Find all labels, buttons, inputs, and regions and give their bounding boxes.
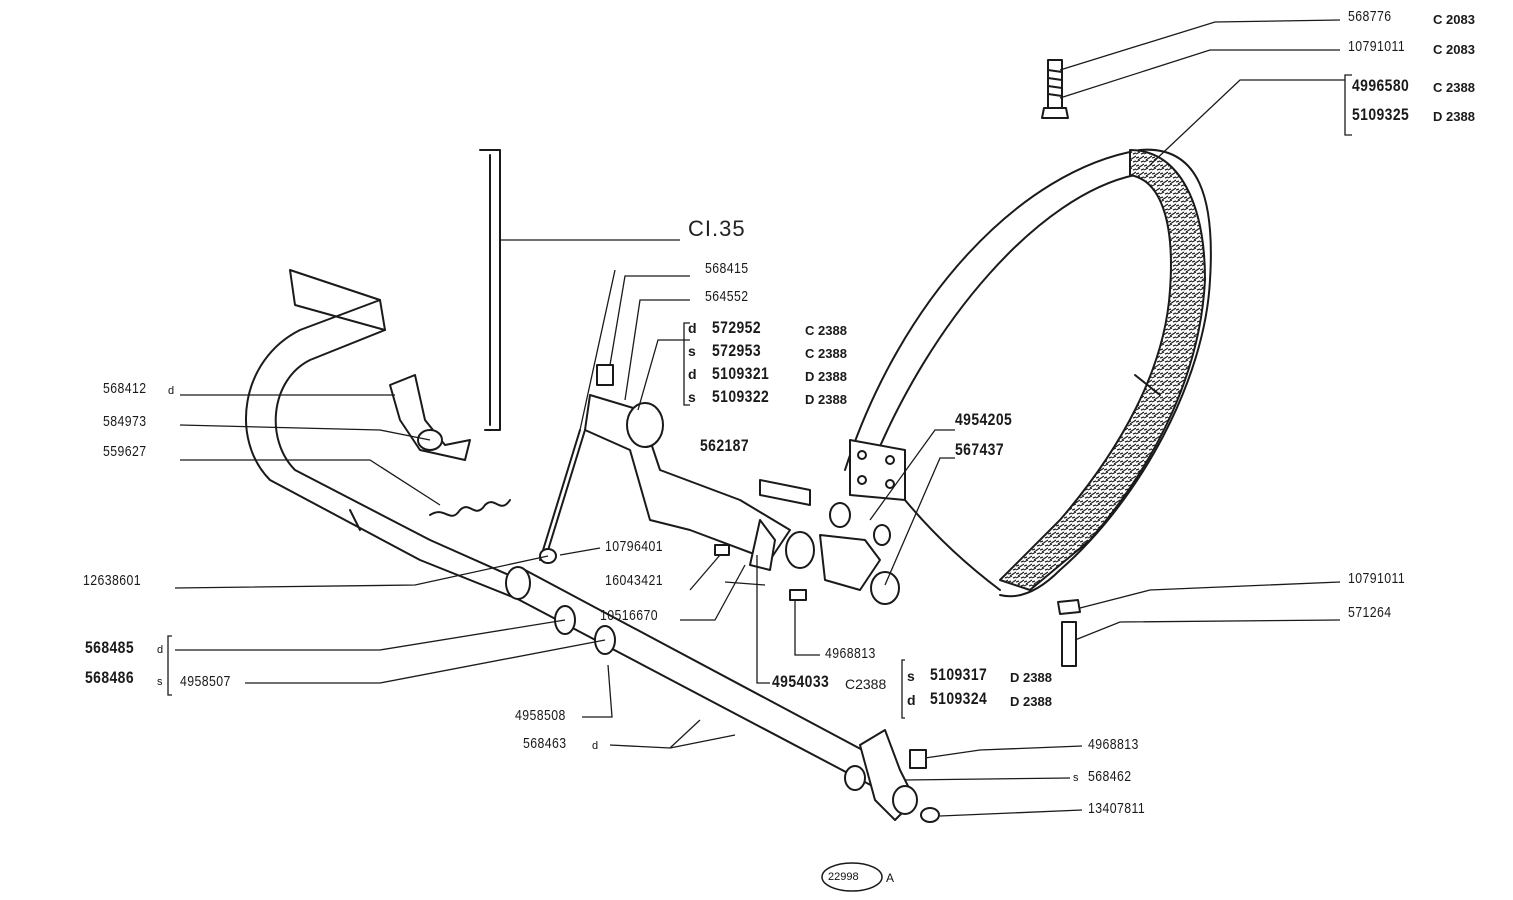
code-c2388-b: C 2388 xyxy=(805,323,847,338)
side-s-3: s xyxy=(907,668,915,684)
brake-pedal xyxy=(245,269,521,601)
side-s-1: s xyxy=(688,343,696,359)
side-d-2: d xyxy=(688,366,697,382)
cross-ref: CI.35 xyxy=(688,216,746,241)
side-d-1: d xyxy=(688,320,697,336)
label-4958507: 4958507 xyxy=(180,673,231,690)
side-s-568486: s xyxy=(157,676,163,688)
label-4968813-a: 4968813 xyxy=(825,645,876,662)
label-584973: 584973 xyxy=(103,413,147,430)
code-d2388-e: D 2388 xyxy=(1010,694,1052,709)
label-4958508: 4958508 xyxy=(515,707,566,724)
label-568462: 568462 xyxy=(1088,768,1132,785)
return-spring xyxy=(429,499,511,517)
label-10791011-a: 10791011 xyxy=(1348,38,1406,55)
label-568412: 568412 xyxy=(103,380,147,397)
side-d-568485: d xyxy=(157,644,164,656)
code-d2388-c: D 2388 xyxy=(805,392,847,407)
figure-number: 22998 xyxy=(828,871,859,883)
code-c2388-a: C 2388 xyxy=(1433,80,1475,95)
label-5109324: 5109324 xyxy=(930,689,988,708)
side-d-568463: d xyxy=(592,740,599,752)
label-559627: 559627 xyxy=(103,443,147,460)
figure-suffix: A xyxy=(886,871,895,885)
label-10791011-b: 10791011 xyxy=(1348,570,1406,587)
label-12638601: 12638601 xyxy=(83,572,142,589)
control-rod xyxy=(479,149,501,431)
rocker-shaft xyxy=(584,394,815,571)
code-d2388-b: D 2388 xyxy=(805,369,847,384)
label-4954033: 4954033 xyxy=(772,672,830,691)
side-d-568412: d xyxy=(168,385,175,397)
code-c2388-d: C2388 xyxy=(845,676,887,692)
figure-ref-oval xyxy=(821,862,883,892)
label-572953: 572953 xyxy=(712,341,761,360)
label-564552: 564552 xyxy=(705,288,749,305)
code-c2083-b: C 2083 xyxy=(1433,42,1475,57)
leader-lines xyxy=(167,19,1352,817)
label-10796401: 10796401 xyxy=(605,538,664,555)
label-567437: 567437 xyxy=(955,440,1004,459)
label-5109322: 5109322 xyxy=(712,387,770,406)
code-d2388-d: D 2388 xyxy=(1010,670,1052,685)
pedal-shaft xyxy=(505,566,901,791)
label-572952: 572952 xyxy=(712,318,761,337)
side-s-568462: s xyxy=(1073,772,1079,784)
label-568776: 568776 xyxy=(1348,8,1392,25)
code-c2083-a: C 2083 xyxy=(1433,12,1475,27)
label-13407811: 13407811 xyxy=(1088,800,1146,817)
label-562187: 562187 xyxy=(700,436,749,455)
side-s-2: s xyxy=(688,389,696,405)
label-4996580: 4996580 xyxy=(1352,76,1410,95)
label-571264: 571264 xyxy=(1348,604,1392,621)
label-4968813-b: 4968813 xyxy=(1088,736,1139,753)
brake-band xyxy=(844,148,1212,598)
code-d2388-a: D 2388 xyxy=(1433,109,1475,124)
label-568463: 568463 xyxy=(523,735,567,752)
label-568415: 568415 xyxy=(705,260,749,277)
bolt-top xyxy=(1041,59,1069,119)
label-5109317: 5109317 xyxy=(930,665,988,684)
label-4954205: 4954205 xyxy=(955,410,1013,429)
side-d-3: d xyxy=(907,692,916,708)
label-568486: 568486 xyxy=(85,668,134,687)
code-c2388-c: C 2388 xyxy=(805,346,847,361)
label-10516670: 10516670 xyxy=(600,607,659,624)
label-568485: 568485 xyxy=(85,638,134,657)
label-16043421: 16043421 xyxy=(605,572,664,589)
label-5109325: 5109325 xyxy=(1352,105,1410,124)
label-5109321: 5109321 xyxy=(712,364,770,383)
